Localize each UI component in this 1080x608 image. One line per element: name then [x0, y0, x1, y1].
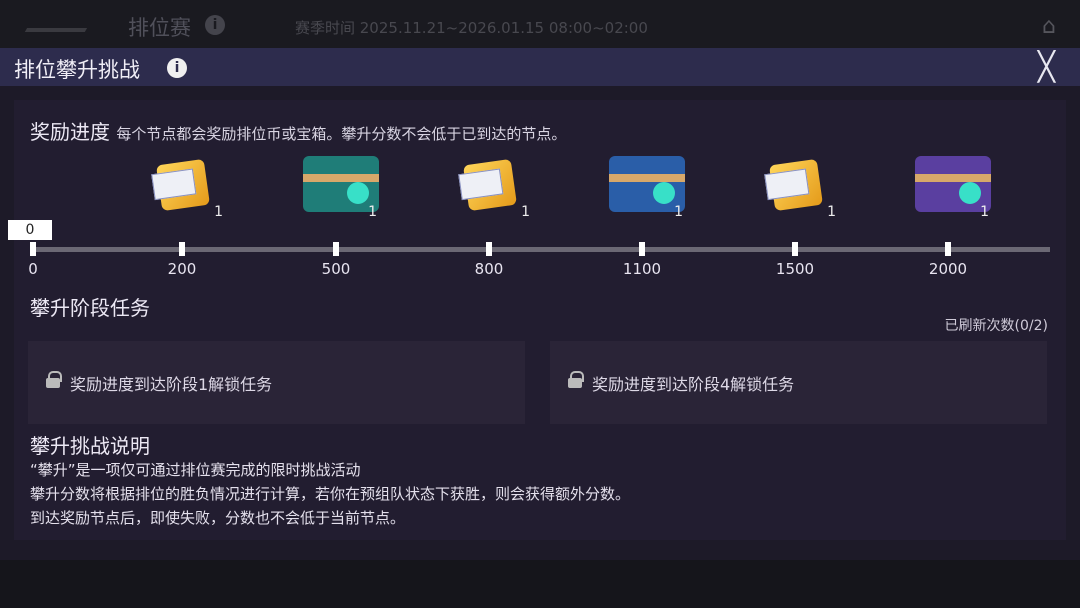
chest-icon [915, 156, 991, 212]
milestone-label: 0 [28, 260, 38, 278]
home-icon[interactable]: ⌂ [1042, 14, 1056, 39]
chest-icon [609, 156, 685, 212]
milestone-tick [792, 242, 798, 256]
dialog-header: 排位攀升挑战 i ╳ [0, 48, 1080, 86]
milestone-label: 2000 [928, 260, 968, 278]
rules-title: 攀升挑战说明 [30, 434, 150, 458]
logo [24, 14, 96, 32]
season-time: 赛季时间 2025.11.21~2026.01.15 08:00~02:00 [295, 19, 648, 37]
chest-icon [303, 156, 379, 212]
puzzle-piece-icon [156, 158, 210, 212]
puzzle-piece-icon [463, 158, 517, 212]
progress-title: 奖励进度 [30, 120, 110, 144]
milestone-tick [639, 242, 645, 256]
reward-chest[interactable]: 1 [301, 150, 379, 220]
progress-subtitle: 每个节点都会奖励排位币或宝箱。攀升分数不会低于已到达的节点。 [116, 125, 567, 143]
puzzle-piece-icon [769, 158, 823, 212]
milestone-label: 1100 [622, 260, 662, 278]
reward-count: 1 [980, 204, 989, 220]
reward-count: 1 [368, 204, 377, 220]
milestone-tick [30, 242, 36, 256]
info-icon[interactable]: i [205, 15, 225, 35]
dialog-title: 排位攀升挑战 [14, 58, 140, 82]
reward-puzzle[interactable]: 1 [760, 150, 836, 220]
milestone-tick [945, 242, 951, 256]
reward-puzzle[interactable]: 1 [454, 150, 530, 220]
rule-line: “攀升”是一项仅可通过排位赛完成的限时挑战活动 [30, 461, 361, 479]
reward-count: 1 [521, 204, 530, 220]
rules-text: “攀升”是一项仅可通过排位赛完成的限时挑战活动 攀升分数将根据排位的胜负情况进行… [30, 458, 630, 530]
milestone-tick [179, 242, 185, 256]
locked-task: 奖励进度到达阶段1解锁任务 [28, 341, 525, 424]
tasks-title: 攀升阶段任务 [30, 296, 150, 320]
task-text: 奖励进度到达阶段4解锁任务 [592, 375, 795, 394]
current-score-marker: 0 [8, 220, 52, 240]
locked-task: 奖励进度到达阶段4解锁任务 [550, 341, 1047, 424]
task-text: 奖励进度到达阶段1解锁任务 [70, 375, 273, 394]
close-button[interactable]: ╳ [1038, 50, 1055, 83]
topbar-title: 排位赛 [128, 16, 191, 40]
lock-icon [46, 371, 62, 388]
top-bar: 排位赛 i 赛季时间 2025.11.21~2026.01.15 08:00~0… [0, 0, 1080, 48]
reward-count: 1 [674, 204, 683, 220]
reward-puzzle[interactable]: 1 [147, 150, 223, 220]
reward-chest[interactable]: 1 [607, 150, 685, 220]
refresh-count: 已刷新次数(0/2) [944, 318, 1048, 334]
reward-count: 1 [214, 204, 223, 220]
rule-line: 攀升分数将根据排位的胜负情况进行计算，若你在预组队状态下获胜，则会获得额外分数。 [30, 485, 631, 503]
reward-chest[interactable]: 1 [913, 150, 991, 220]
rule-line: 到达奖励节点后，即使失败，分数也不会低于当前节点。 [30, 509, 406, 527]
milestone-label: 800 [474, 260, 504, 278]
lock-icon [568, 371, 584, 388]
progress-track [33, 247, 1050, 252]
reward-count: 1 [827, 204, 836, 220]
milestone-tick [333, 242, 339, 256]
info-icon[interactable]: i [167, 58, 187, 78]
progress-section: 奖励进度 每个节点都会奖励排位币或宝箱。攀升分数不会低于已到达的节点。 [30, 116, 566, 145]
milestone-tick [486, 242, 492, 256]
milestone-label: 200 [167, 260, 197, 278]
milestone-label: 1500 [775, 260, 815, 278]
milestone-label: 500 [321, 260, 351, 278]
